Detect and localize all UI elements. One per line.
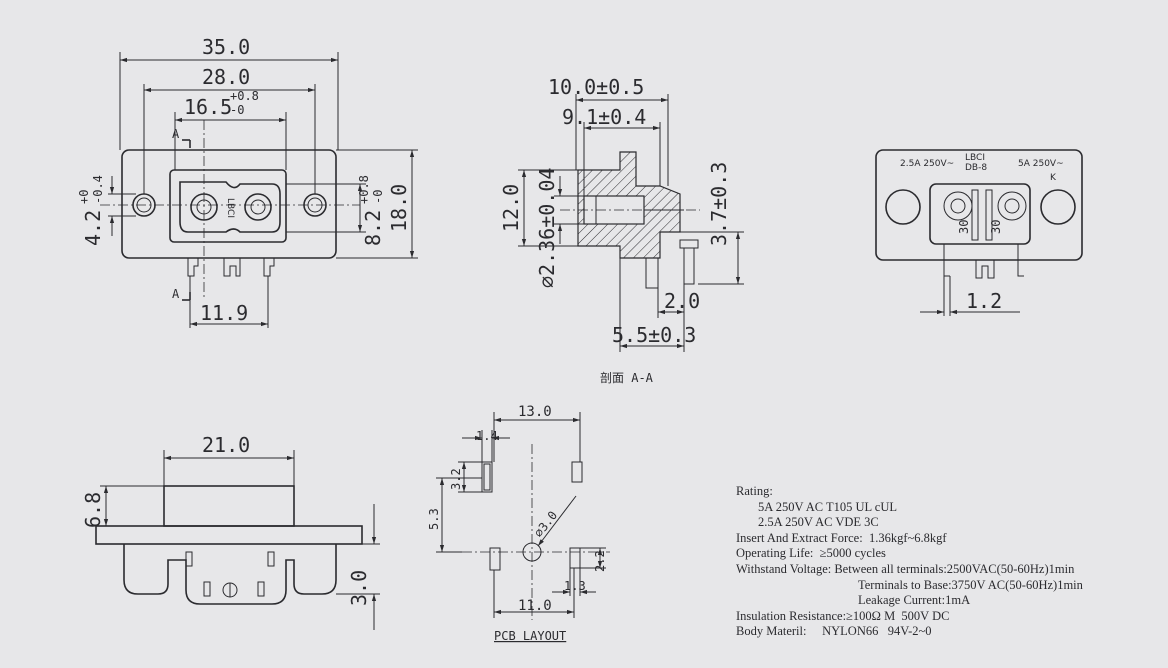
dim-5-5: 5.5±0.3 [612,323,696,347]
dim-2: 2.0 [664,289,700,313]
dim-18: 18.0 [387,184,411,232]
withstand-voltage-1: Withstand Voltage: Between all terminals… [736,561,1075,576]
withstand-voltage-3: Leakage Current:1mA [858,593,971,608]
dim-16-5-tol-minus: -0 [230,103,244,117]
insulation-resistance: Insulation Resistance:≥100Ω M 500V DC [736,608,950,623]
dim-8-2-tol-minus: -0 [371,190,385,204]
dim-6-8: 6.8 [81,492,105,528]
dim-16-5: 16.5 [184,95,232,119]
dim-8-2-tol-plus: +0.8 [357,175,371,204]
withstand-voltage-2: Terminals to Base:3750V AC(50-60Hz)1min [858,577,1083,592]
dim-1-3: 1.3 [564,579,586,593]
dim-16-5-tol-plus: +0.8 [230,89,259,103]
operating-life: Operating Life: ≥5000 cycles [736,546,886,561]
rear-pin-mark-right: 30 [989,220,1003,234]
dim-4-2-tol-minus: -0.4 [91,175,105,204]
front-view: A A LBCI 35.0 28.0 16.5 +0.8 -0 4.2 +0 -… [77,35,418,328]
dim-4-2-tol-plus: +0 [77,190,91,204]
rear-view: 2.5A 250V~ LBCI DB-8 5A 250V~ K 30 30 1.… [875,149,1083,316]
rear-mark-mid-bottom: DB-8 [965,163,987,173]
section-marker-top: A [172,127,180,141]
spec-block: Rating: 5A 250V AC T105 UL cUL 2.5A 250V… [736,484,1166,640]
rear-pin-mark-left: 30 [957,220,971,234]
mold-mark: LBCI [225,198,235,218]
dim-11-9: 11.9 [200,301,248,325]
rear-mark-mid-top: LBCI [965,153,985,163]
body-material: Body Materil: NYLON66 94V-2~0 [736,624,932,639]
dim-dia-3: ∅3.0 [531,508,560,539]
insert-force: Insert And Extract Force: 1.36kgf~6.8kgf [736,530,947,545]
dim-3: 3.0 [347,570,371,606]
dim-11: 11.0 [518,598,552,614]
dim-35: 35.0 [202,35,250,59]
dim-21: 21.0 [202,433,250,457]
pcb-layout: 13.0 1.4 3.2 5.3 ∅3.0 2.2 1.3 11 [427,404,610,643]
dim-4-2: 4.2 [81,210,105,246]
dim-3-2: 3.2 [449,468,463,490]
dim-8-2: 8.2 [361,210,385,246]
dim-1-2: 1.2 [966,289,1002,313]
rear-mark-left: 2.5A 250V~ [900,159,954,169]
dim-10: 10.0±0.5 [548,75,644,99]
dim-13: 13.0 [518,404,552,420]
dim-2-2: 2.2 [593,550,607,572]
dim-5-3: 5.3 [427,508,441,530]
rating-line-1: 5A 250V AC T105 UL cUL [758,499,898,514]
section-view: 10.0±0.5 9.1±0.4 12.0 ∅2.36±0.04 3.7±0.3… [499,75,744,385]
rating-label: Rating: [736,484,773,498]
dim-1-4: 1.4 [476,429,498,443]
rating-line-2: 2.5A 250V AC VDE 3C [758,515,879,530]
dim-diameter: ∅2.36±0.04 [535,168,559,288]
dim-28: 28.0 [202,65,250,89]
dim-3-7: 3.7±0.3 [707,162,731,246]
rear-mark-right: 5A 250V~ [1018,159,1064,169]
section-marker-bottom: A [172,287,180,301]
rear-mark-k: K [1050,173,1057,183]
dim-9-1: 9.1±0.4 [562,105,646,129]
side-view: 21.0 6.8 3.0 [81,433,380,630]
section-caption: 剖面 A-A [600,371,654,385]
dim-12: 12.0 [499,184,523,232]
pcb-caption: PCB LAYOUT [494,629,566,643]
